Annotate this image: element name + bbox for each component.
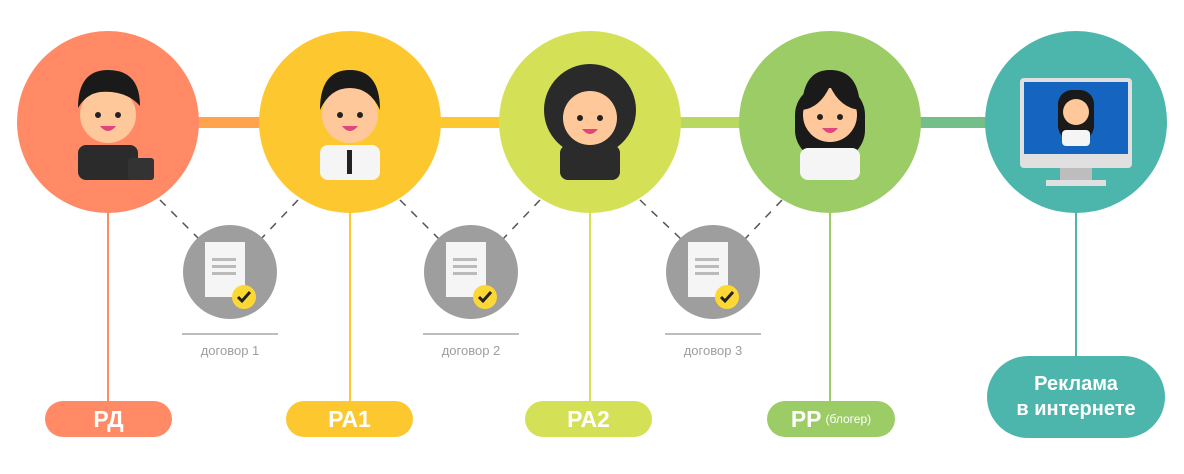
role-ra1-label: РА1: [328, 405, 371, 432]
contract-label-1: договор 1: [200, 343, 260, 358]
role-rr-label: РР: [790, 405, 822, 432]
contract-divider: [182, 333, 278, 335]
contract-label-2: договор 2: [441, 343, 501, 358]
role-rr-sub: (блогер): [825, 412, 872, 426]
ad-line-1: Реклама: [1034, 373, 1118, 395]
role-rd-label: РД: [93, 405, 124, 432]
contract-label-3: договор 3: [683, 343, 743, 358]
person-ra1-icon: [259, 31, 441, 213]
contract-divider: [423, 333, 519, 335]
contract-icons: [183, 225, 760, 319]
contract-divider: [665, 333, 761, 335]
role-rd: РД: [45, 401, 172, 437]
person-rd-icon: [17, 31, 199, 213]
role-rr: РР(блогер): [767, 401, 895, 437]
person-rr-icon: [739, 31, 921, 213]
ad-line-2: в интернете: [1016, 398, 1136, 420]
person-ra2-icon: [499, 31, 681, 213]
internet-ad-badge: Реклама в интернете: [987, 356, 1165, 438]
role-ra2: РА2: [525, 401, 652, 437]
role-ra2-label: РА2: [567, 405, 610, 432]
role-ra1: РА1: [286, 401, 413, 437]
computer-monitor-icon: [985, 31, 1167, 213]
dashed-links: [159, 199, 783, 241]
